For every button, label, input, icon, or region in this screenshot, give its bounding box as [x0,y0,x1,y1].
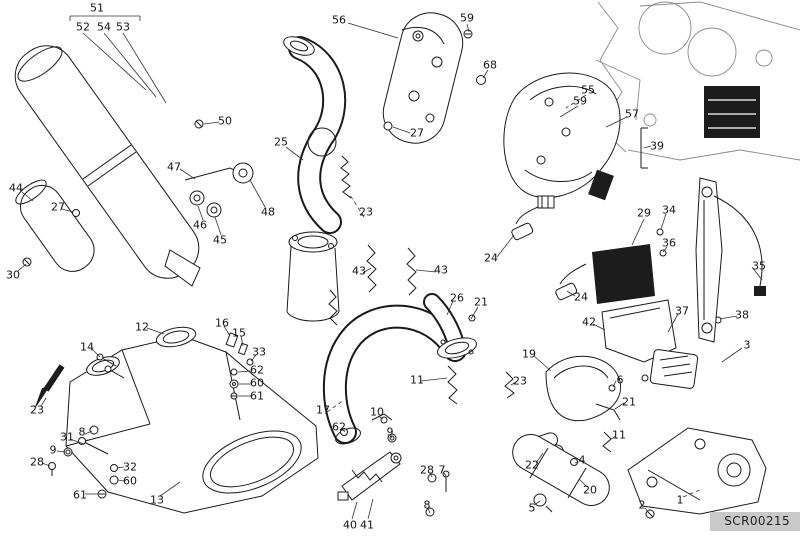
callout-7: 7 [438,463,446,477]
callout-55: 55 [581,83,595,97]
muffler-silencer [14,45,254,287]
callout-36: 36 [662,236,676,250]
callout-33: 33 [252,345,266,359]
callout-5: 5 [528,501,536,515]
callout-24: 24 [574,290,588,304]
callout-61: 61 [73,488,87,502]
callout-62: 62 [250,363,264,377]
callout-11: 11 [612,428,626,442]
callout-25: 25 [274,135,288,149]
callout-68: 68 [483,58,497,72]
callout-61: 61 [250,389,264,403]
callout-50: 50 [218,114,232,128]
callout-37: 37 [675,304,689,318]
callout-31: 31 [60,430,74,444]
callout-53: 53 [116,20,130,34]
callout-43: 43 [352,264,366,278]
callout-45: 45 [213,233,227,247]
callout-21: 21 [474,295,488,309]
callout-23: 23 [513,374,527,388]
callout-48: 48 [261,205,275,219]
heat-guard-plate [592,228,722,389]
callout-59: 59 [460,11,474,25]
callout-23: 23 [30,403,44,417]
callout-35: 35 [752,259,766,273]
engine-outline [595,1,800,161]
callout-41: 41 [360,518,374,532]
callout-27: 27 [410,126,424,140]
callout-52: 52 [76,20,90,34]
callout-60: 60 [123,474,137,488]
callout-8: 8 [78,425,86,439]
callout-59: 59 [573,94,587,108]
callout-40: 40 [343,518,357,532]
callout-27: 27 [51,200,65,214]
callout-11: 11 [410,373,424,387]
callout-1: 1 [676,493,684,507]
heat-shield-rear [503,72,648,201]
support-arm [695,177,766,343]
callout-9: 9 [386,425,394,439]
callout-26: 26 [450,291,464,305]
mount-bracket [627,427,767,519]
callout-32: 32 [123,460,137,474]
callout-21: 21 [622,395,636,409]
callout-15: 15 [232,326,246,340]
callout-51: 51 [90,1,104,15]
lambda-sensors [511,195,587,301]
callout-56: 56 [332,13,346,27]
callout-6: 6 [616,373,624,387]
callout-4: 4 [578,453,586,467]
callout-47: 47 [167,160,181,174]
callout-10: 10 [370,405,384,419]
callout-9: 9 [49,443,57,457]
callout-30: 30 [6,268,20,282]
callout-43: 43 [434,263,448,277]
callout-3: 3 [743,338,751,352]
callout-44: 44 [9,181,23,195]
exhaust-elbow-pipe [322,293,477,445]
callout-62: 62 [332,420,346,434]
callout-38: 38 [735,308,749,322]
header-pipe [283,36,417,326]
callout-14: 14 [80,340,94,354]
callout-29: 29 [637,206,651,220]
collector-box [65,326,319,514]
callout-24: 24 [484,251,498,265]
callout-28: 28 [30,455,44,469]
callout-20: 20 [583,483,597,497]
callout-34: 34 [662,203,676,217]
heat-shield-front [382,12,486,144]
center-pipe [286,231,340,322]
callout-16: 16 [215,316,229,330]
callout-17: 17 [316,403,330,417]
callout-54: 54 [97,20,111,34]
callout-12: 12 [135,320,149,334]
callout-42: 42 [582,315,596,329]
callout-60: 60 [250,376,264,390]
callout-46: 46 [193,218,207,232]
rear-silencer-assembly [504,355,622,513]
callout-2: 2 [638,498,646,512]
callout-8: 8 [423,498,431,512]
callout-13: 13 [150,493,164,507]
callout-39: 39 [650,139,664,153]
muffler-end-cap [15,179,95,272]
leader-lines [17,15,763,520]
callout-23: 23 [359,205,373,219]
ecu-box [704,86,760,138]
callout-57: 57 [625,107,639,121]
diagram-code: SCR00215 [710,512,800,531]
callout-19: 19 [522,347,536,361]
callout-28: 28 [420,463,434,477]
callout-22: 22 [525,458,539,472]
